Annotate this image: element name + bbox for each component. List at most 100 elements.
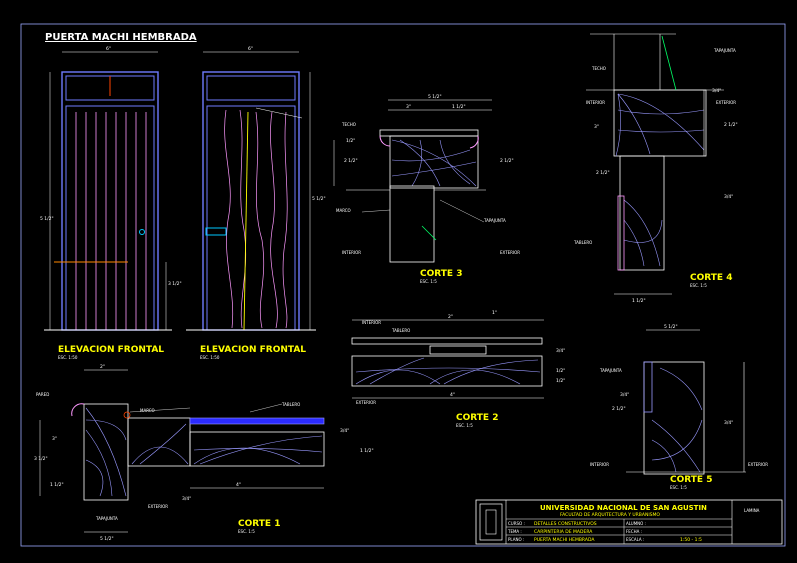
svg-text:3 1/2": 3 1/2" <box>34 456 48 462</box>
svg-text:TECHO: TECHO <box>591 66 606 71</box>
dim-right: 3 1/2" <box>168 281 182 287</box>
svg-text:MARCO: MARCO <box>140 408 155 413</box>
leader-c3 <box>421 225 437 241</box>
hatch-corte-4-lower <box>623 199 663 267</box>
tb-university: UNIVERSIDAD NACIONAL DE SAN AGUSTIN <box>540 504 707 512</box>
hatch-corte-1b <box>131 423 323 465</box>
hatch-corte-2 <box>355 357 541 385</box>
svg-text:EXTERIOR: EXTERIOR <box>500 250 520 255</box>
section-line-v <box>243 111 249 331</box>
svg-text:3/4": 3/4" <box>620 392 629 398</box>
door-knob-icon <box>139 229 145 235</box>
svg-text:ESC. 1:5: ESC. 1:5 <box>420 279 437 284</box>
svg-text:ESC. 1:5: ESC. 1:5 <box>238 529 255 534</box>
label-tapajunta-c4: TAPAJUNTA <box>713 48 736 53</box>
elevation-frontal-1: 6" 5 1/2" 3 1/2" ELEVACION FRONTAL ESC. … <box>40 46 182 360</box>
svg-text:1": 1" <box>492 310 497 316</box>
svg-text:EXTERIOR: EXTERIOR <box>716 100 736 105</box>
hatch-corte-4 <box>615 93 705 157</box>
svg-text:1/2": 1/2" <box>556 368 565 374</box>
tb-faculty: FACULTAD DE ARQUITECTURA Y URBANISMO <box>560 512 660 518</box>
tb-topic: CARPINTERIA DE MADERA <box>534 529 593 535</box>
svg-text:3/4": 3/4" <box>556 348 565 354</box>
view-scale-elev-2: ESC. 1:50 <box>200 355 220 360</box>
svg-text:4": 4" <box>236 482 241 488</box>
transom-panel-2 <box>206 75 296 101</box>
svg-text:1 1/2": 1 1/2" <box>452 104 466 110</box>
corte-4: TAPAJUNTA TECHO INTERIOR EXTERIOR TABLER… <box>573 33 738 304</box>
svg-text:ESCALA :: ESCALA : <box>626 537 644 542</box>
elevation-frontal-2: 6" 5 1/2" ELEVACION FRONTAL ESC. 1:50 <box>186 46 326 360</box>
svg-text:3/4": 3/4" <box>712 88 721 94</box>
leader-c4 <box>661 35 677 91</box>
view-scale-elev-1: ESC. 1:50 <box>58 355 78 360</box>
svg-text:ESC. 1:5: ESC. 1:5 <box>456 423 473 428</box>
svg-text:1 1/2": 1 1/2" <box>360 448 374 454</box>
corte-1: PARED MARCO TABLERO 2" 3" 3 1/2" 1 1/2" <box>34 364 374 542</box>
svg-text:INTERIOR: INTERIOR <box>362 320 381 325</box>
svg-text:3": 3" <box>594 124 599 130</box>
svg-text:2 1/2": 2 1/2" <box>344 158 358 164</box>
label-pared: PARED <box>36 392 49 397</box>
svg-text:TABLERO: TABLERO <box>281 402 300 407</box>
svg-text:1/2": 1/2" <box>556 378 565 384</box>
svg-text:2 1/2": 2 1/2" <box>724 122 738 128</box>
label-tapajunta-c3: TAPAJUNTA <box>483 218 506 223</box>
door-handle-icon <box>205 227 227 236</box>
label-techo: TECHO <box>341 122 356 127</box>
svg-text:1 1/2": 1 1/2" <box>50 482 64 488</box>
dim-right-2: 5 1/2" <box>312 196 326 202</box>
svg-text:EXTERIOR: EXTERIOR <box>148 504 168 509</box>
dim-c3-top: 5 1/2" <box>428 94 442 100</box>
svg-text:5 1/2": 5 1/2" <box>664 324 678 330</box>
svg-text:TEMA :: TEMA : <box>507 529 522 534</box>
svg-text:1/2": 1/2" <box>346 138 355 144</box>
svg-text:3/4": 3/4" <box>182 496 191 502</box>
svg-text:CURSO :: CURSO : <box>508 521 525 526</box>
svg-text:EXTERIOR: EXTERIOR <box>356 400 376 405</box>
panel-board <box>189 417 325 425</box>
corte-3: TECHO 5 1/2" 3" 1 1/2" 1/2" 2 1/2" 2 1/2… <box>333 94 520 284</box>
svg-text:EXTERIOR: EXTERIOR <box>748 462 768 467</box>
wood-grain <box>224 109 288 329</box>
svg-text:3/4": 3/4" <box>340 428 349 434</box>
university-logo-icon <box>479 503 503 541</box>
view-label-corte-1: CORTE 1 <box>238 519 280 529</box>
svg-text:FECHA :: FECHA : <box>626 529 642 534</box>
view-label-corte-2: CORTE 2 <box>456 413 498 423</box>
vertical-boards <box>75 112 147 330</box>
svg-text:1 1/2": 1 1/2" <box>632 298 646 304</box>
svg-text:INTERIOR: INTERIOR <box>590 462 609 467</box>
svg-text:2": 2" <box>100 364 105 370</box>
svg-text:TAPAJUNTA: TAPAJUNTA <box>599 368 622 373</box>
hatch-corte-3 <box>391 139 477 187</box>
corte-2: 2" 1" INTERIOR TABLERO 4" 3/4" 1/2" 1/2"… <box>351 310 565 428</box>
view-label-corte-4: CORTE 4 <box>690 273 732 283</box>
view-label-corte-5: CORTE 5 <box>670 475 712 485</box>
drawing-title: PUERTA MACHI HEMBRADA <box>45 32 197 43</box>
svg-text:2": 2" <box>448 314 453 320</box>
svg-text:3/4": 3/4" <box>724 420 733 426</box>
view-label-elev-1: ELEVACION FRONTAL <box>58 345 164 355</box>
door-leaf <box>65 105 155 331</box>
svg-text:ALUMNO :: ALUMNO : <box>626 521 646 526</box>
svg-text:3": 3" <box>406 104 411 110</box>
label-tablero-c4: TABLERO <box>573 240 592 245</box>
svg-text:TAPAJUNTA: TAPAJUNTA <box>95 516 118 521</box>
title-block: UNIVERSIDAD NACIONAL DE SAN AGUSTIN FACU… <box>475 499 783 545</box>
dim-left: 5 1/2" <box>40 216 54 222</box>
svg-text:2 1/2": 2 1/2" <box>500 158 514 164</box>
leader-line <box>255 107 303 119</box>
tb-plan: PUERTA MACHI HEMBRADA <box>534 537 595 543</box>
svg-text:3/4": 3/4" <box>724 194 733 200</box>
svg-text:2 1/2": 2 1/2" <box>596 170 610 176</box>
svg-text:TABLERO: TABLERO <box>391 328 410 333</box>
svg-text:ESC. 1:5: ESC. 1:5 <box>670 485 687 490</box>
tb-sheet-label: LAMINA <box>744 508 760 513</box>
hatch-corte-5 <box>651 367 703 473</box>
sheet-border <box>20 23 786 547</box>
svg-text:PLANO :: PLANO : <box>508 537 524 542</box>
tb-course: DETALLES CONSTRUCTIVOS <box>534 521 597 527</box>
hatch-corte-1a <box>85 407 127 497</box>
